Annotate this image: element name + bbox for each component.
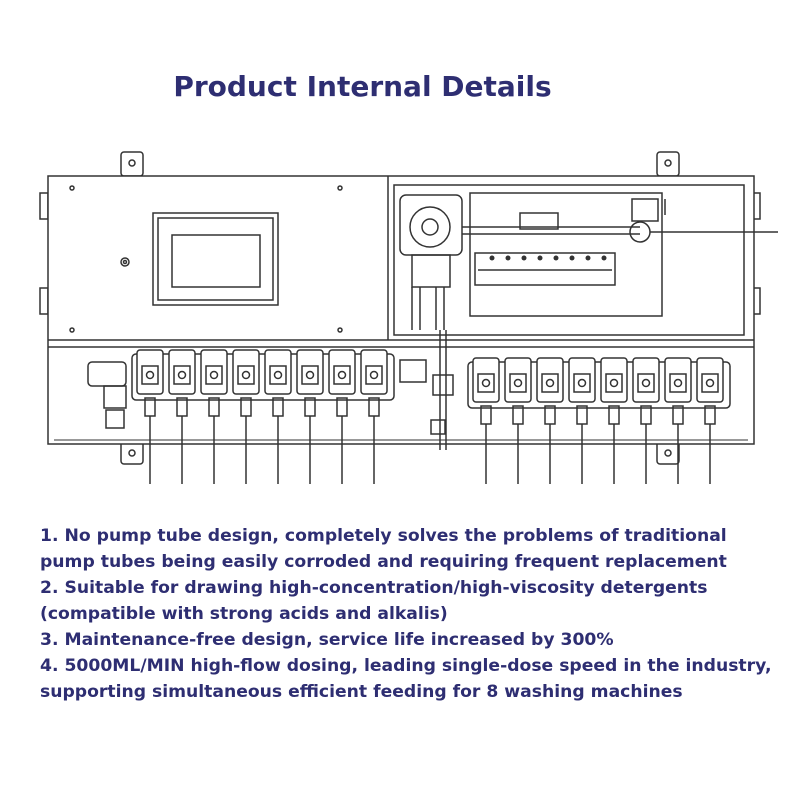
solenoid-valve [568, 357, 596, 484]
solenoid-valve [296, 349, 324, 484]
solenoid-valve [600, 357, 628, 484]
pump-compartment [393, 184, 778, 450]
feature-item: 4. 5000ML/MIN high-flow dosing, leading … [40, 656, 772, 702]
feature-item: 2. Suitable for drawing high-concentrati… [40, 578, 708, 624]
solenoid-valve [360, 349, 388, 484]
solenoid-valve [696, 357, 724, 484]
left-valve-bank [131, 349, 395, 484]
control-screen [152, 212, 279, 306]
solenoid-valve [632, 357, 660, 484]
solenoid-valve [264, 349, 292, 484]
solenoid-valve [168, 349, 196, 484]
solenoid-valve [232, 349, 260, 484]
solenoid-valve [328, 349, 356, 484]
page-title: Product Internal Details [173, 70, 552, 103]
solenoid-valve [472, 357, 500, 484]
solenoid-valve [504, 357, 532, 484]
indicator-dots [489, 255, 607, 261]
solenoid-valve [136, 349, 164, 484]
panel-screws [69, 185, 343, 333]
left-inlet-fittings [87, 359, 427, 429]
feature-list: 1. No pump tube design, completely solve… [40, 523, 780, 705]
cabinet-outline [47, 175, 755, 445]
solenoid-valve [536, 357, 564, 484]
right-valve-bank [467, 357, 731, 484]
mounting-tabs [120, 151, 680, 465]
feature-item: 1. No pump tube design, completely solve… [40, 526, 727, 572]
feature-item: 3. Maintenance-free design, service life… [40, 630, 614, 650]
solenoid-valve [200, 349, 228, 484]
solenoid-valve [664, 357, 692, 484]
